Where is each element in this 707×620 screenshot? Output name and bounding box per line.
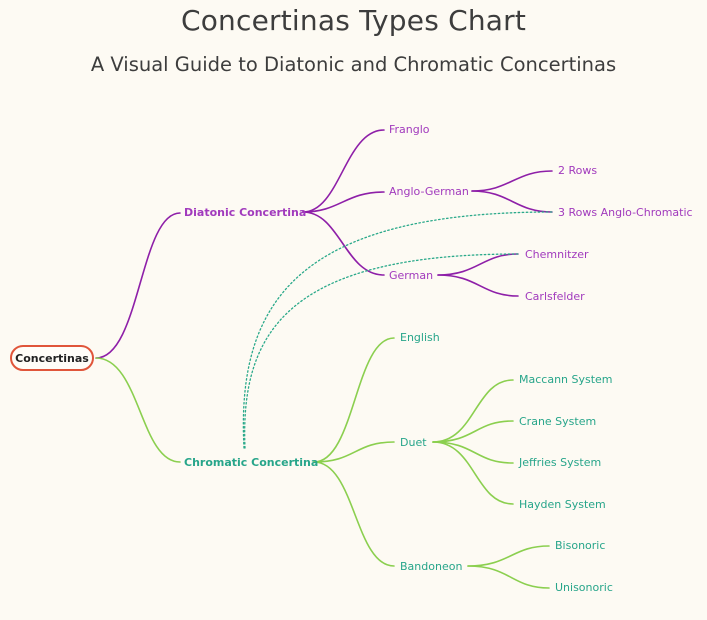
node-maccann-system[interactable]: Maccann System	[519, 373, 613, 386]
node-chromatic-concertina[interactable]: Chromatic Concertina	[184, 456, 319, 469]
cross-link-chemnitzer	[244, 253, 519, 449]
node-english[interactable]: English	[400, 331, 440, 344]
node-3-rows-anglo-chromatic[interactable]: 3 Rows Anglo-Chromatic	[558, 206, 693, 219]
connector-root-diatonic	[95, 212, 181, 359]
node-carlsfelder[interactable]: Carlsfelder	[525, 290, 585, 303]
node-chemnitzer[interactable]: Chemnitzer	[525, 248, 589, 261]
node-anglo-german[interactable]: Anglo-German	[389, 185, 469, 198]
node-diatonic-concertina[interactable]: Diatonic Concertina	[184, 206, 307, 219]
node-2-rows[interactable]: 2 Rows	[558, 164, 598, 177]
page-subtitle: A Visual Guide to Diatonic and Chromatic…	[90, 53, 617, 76]
node-bisonoric[interactable]: Bisonoric	[555, 539, 606, 552]
root-node[interactable]: Concertinas	[10, 345, 94, 371]
node-duet[interactable]: Duet	[400, 436, 427, 449]
node-unisonoric[interactable]: Unisonoric	[555, 581, 613, 594]
node-hayden-system[interactable]: Hayden System	[519, 498, 606, 511]
node-crane-system[interactable]: Crane System	[519, 415, 597, 428]
node-german[interactable]: German	[389, 269, 434, 282]
connector-root-chromatic	[95, 357, 181, 463]
page-title: Concertinas Types Chart	[180, 4, 527, 37]
node-bandoneon[interactable]: Bandoneon	[400, 560, 463, 573]
node-franglo[interactable]: Franglo	[389, 123, 430, 136]
cross-link-3rows	[242, 211, 553, 449]
node-jeffries-system[interactable]: Jeffries System	[519, 456, 602, 469]
